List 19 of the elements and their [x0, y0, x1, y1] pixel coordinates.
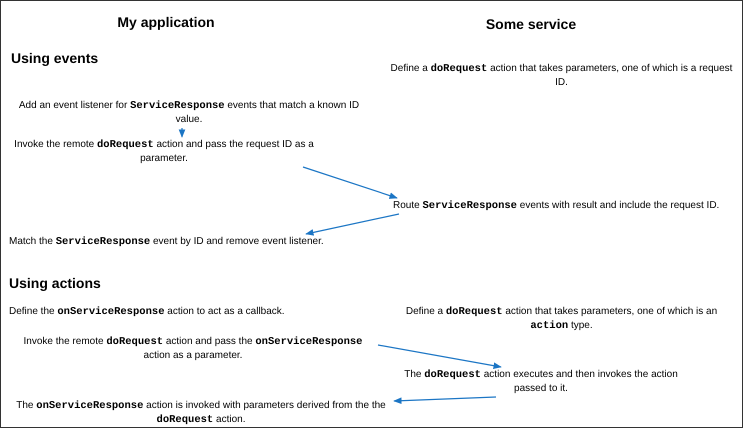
step-text: Invoke the remote doRequest action and pass the onServiceResponse action as a parameter.	[9, 335, 377, 363]
arrow	[178, 128, 186, 138]
arrow	[378, 344, 502, 369]
step-text: Route ServiceResponse events with result and include the request ID.	[393, 199, 738, 213]
description-text: Define a doRequest action that takes parameters, one of which is a request ID.	[390, 62, 734, 90]
description-text: Define a doRequest action that takes parameters, one of which is an action type.	[404, 305, 718, 333]
description-text: Define the onServiceResponse action to act as a callback.	[9, 305, 286, 319]
arrow	[393, 396, 496, 404]
step-text: Invoke the remote doRequest action and pass the request ID as a parameter.	[9, 138, 319, 166]
section-heading: Using actions	[9, 274, 102, 292]
step-text: The doRequest action executes and then invokes the action passed to it.	[391, 368, 691, 396]
arrow	[302, 166, 398, 199]
section-heading: My application	[116, 13, 216, 31]
step-text: Add an event listener for ServiceResponse events that match a known ID value.	[9, 99, 369, 127]
section-heading: Using events	[11, 49, 100, 67]
step-text: The onServiceResponse action is invoked with parameters derived from the the doRequest action.	[9, 399, 393, 427]
section-heading: Some service	[484, 15, 578, 33]
step-text: Match the ServiceResponse event by ID and remove event listener.	[9, 235, 354, 249]
arrow	[305, 213, 400, 236]
